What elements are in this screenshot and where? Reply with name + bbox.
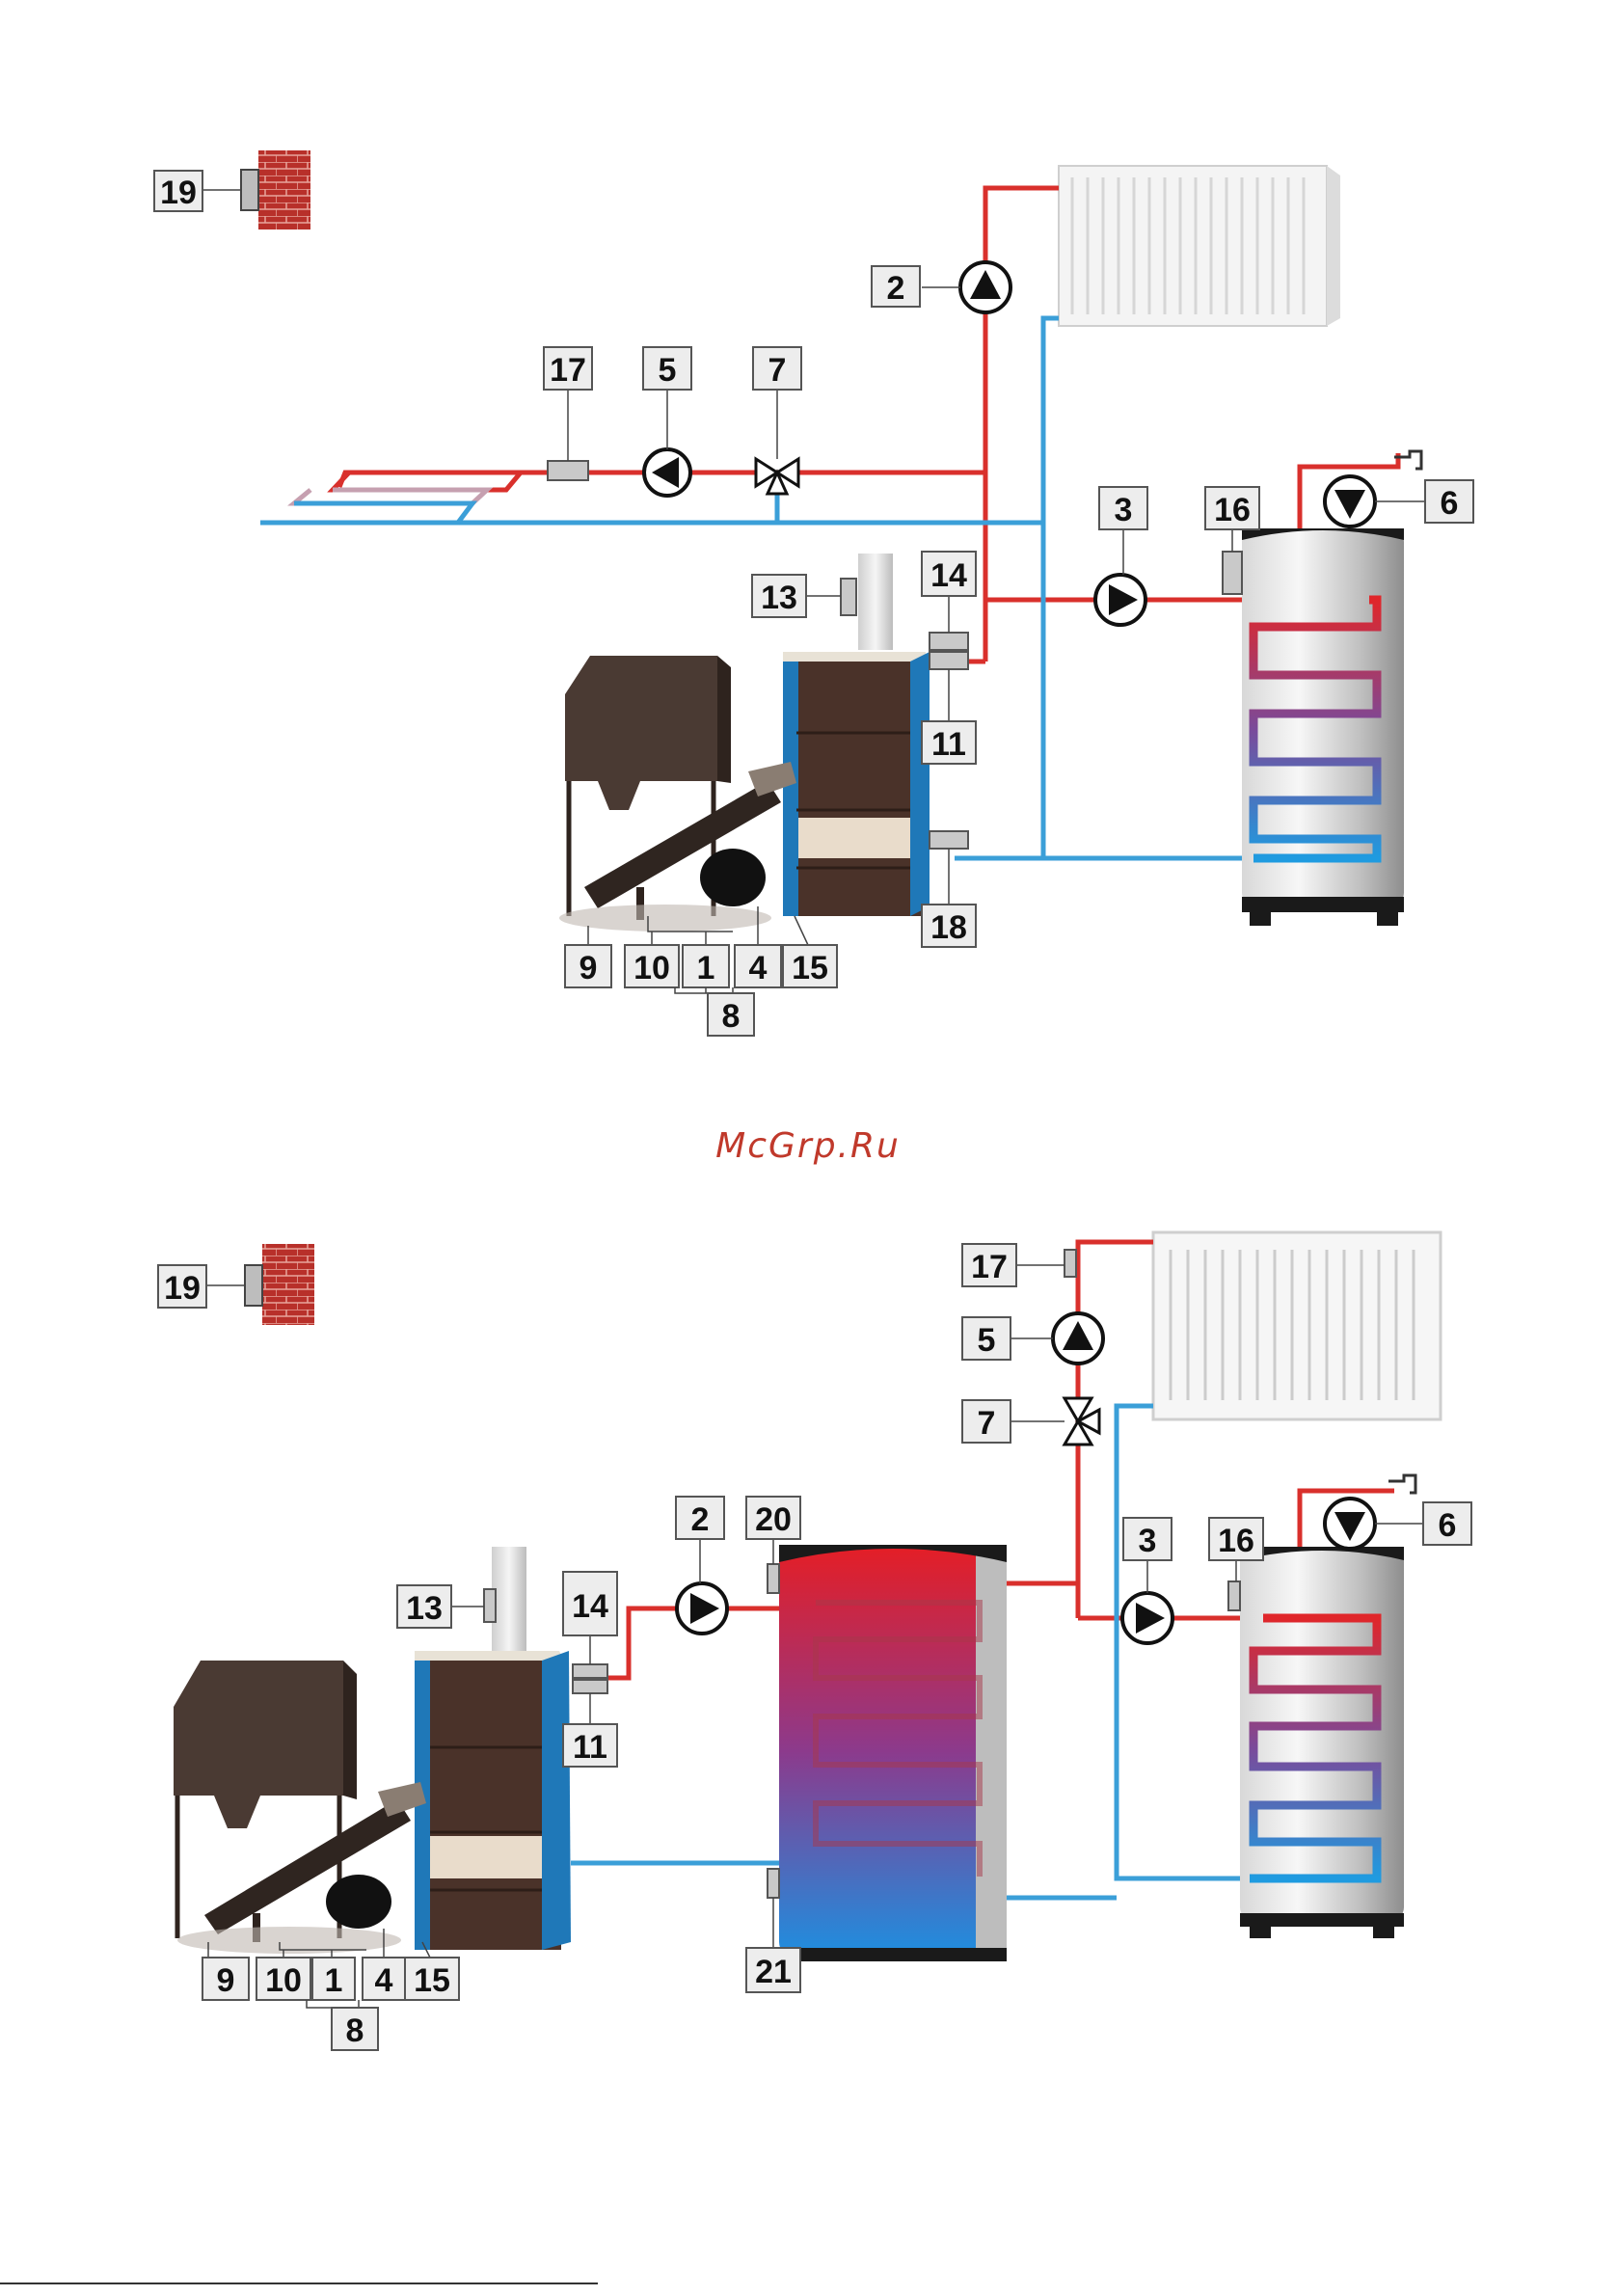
- label-8-bottom: 8: [346, 2012, 364, 2049]
- boiler-top: [783, 633, 968, 916]
- label-13-top: 13: [761, 580, 797, 616]
- bottom-diagram: 19: [158, 1232, 1471, 2050]
- mixing-valve-7-bottom: [1065, 1398, 1099, 1445]
- label-13-bottom: 13: [406, 1590, 443, 1627]
- label-5-top: 5: [659, 352, 677, 389]
- outdoor-sensor-group-top: 19: [154, 150, 310, 230]
- radiator-top: [1059, 166, 1340, 326]
- label-17-bottom: 17: [971, 1249, 1008, 1285]
- label-11-top: 11: [931, 726, 966, 763]
- watermark: McGrp.Ru: [715, 1126, 901, 1166]
- label-8-top: 8: [722, 998, 741, 1035]
- label-4-top: 4: [749, 950, 768, 986]
- label-15-top: 15: [792, 950, 828, 986]
- brick-wall-icon: [262, 1244, 314, 1325]
- pump-2-top: [960, 262, 1011, 312]
- sensor-14-bottom: [573, 1664, 607, 1678]
- temperature-sensor-16-bottom: [1228, 1581, 1240, 1610]
- outdoor-sensor-group-bottom: 19: [158, 1244, 314, 1325]
- flue-sensor-13-bottom: [484, 1589, 496, 1622]
- label-7-top: 7: [768, 352, 787, 389]
- radiator-bottom: [1153, 1232, 1441, 1419]
- label-21-bottom: 21: [755, 1954, 792, 1990]
- label-6-bottom: 6: [1439, 1507, 1457, 1544]
- label-17-top: 17: [550, 352, 586, 389]
- label-19-top: 19: [160, 175, 197, 211]
- mixing-valve-7-top: [756, 459, 798, 494]
- label-18-top: 18: [930, 909, 967, 946]
- sensor-11-top: [930, 652, 968, 669]
- pump-3-bottom: [1122, 1593, 1172, 1643]
- pump-3-top: [1095, 575, 1145, 625]
- label-2-bottom: 2: [691, 1501, 710, 1538]
- label-6-top: 6: [1441, 485, 1459, 522]
- chimney-bottom: [492, 1547, 526, 1651]
- label-3-top: 3: [1115, 492, 1133, 528]
- label-10-bottom: 10: [265, 1962, 302, 1999]
- label-16-bottom: 16: [1218, 1523, 1254, 1559]
- dhw-tank-top: [1223, 528, 1404, 926]
- label-14-top: 14: [930, 557, 967, 594]
- temperature-sensor-17-bottom: [1065, 1250, 1076, 1277]
- label-3-bottom: 3: [1139, 1523, 1157, 1559]
- label-9-top: 9: [579, 950, 598, 986]
- pellet-feeder-top: [559, 656, 796, 932]
- label-11-bottom: 11: [573, 1729, 607, 1766]
- label-16-top: 16: [1214, 492, 1251, 528]
- label-4-bottom: 4: [375, 1962, 393, 1999]
- dhw-tank-bottom: [1228, 1547, 1404, 1938]
- outdoor-sensor-icon: [241, 170, 258, 210]
- label-10-top: 10: [633, 950, 670, 986]
- outdoor-sensor-icon: [245, 1265, 262, 1306]
- label-15-bottom: 15: [414, 1962, 450, 1999]
- pump-5-top: [644, 449, 690, 496]
- flue-sensor-13-top: [841, 579, 856, 615]
- temperature-sensor-17-top: [548, 461, 588, 480]
- boiler-bottom: [415, 1651, 607, 1950]
- brick-wall-icon: [258, 150, 310, 230]
- label-1-bottom: 1: [325, 1962, 343, 1999]
- label-19-bottom: 19: [164, 1270, 201, 1307]
- pump-6-bottom: [1300, 1475, 1415, 1549]
- chimney-top: [858, 554, 893, 650]
- label-2-top: 2: [887, 270, 905, 307]
- pump-6-top: [1300, 451, 1421, 527]
- sensor-18-top: [930, 831, 968, 849]
- pump-5-bottom: [1053, 1313, 1103, 1364]
- label-9-bottom: 9: [217, 1962, 235, 1999]
- label-1-top: 1: [697, 950, 715, 986]
- pump-2-bottom: [677, 1583, 727, 1634]
- buffer-tank-bottom: [768, 1545, 1007, 1961]
- temperature-sensor-16-top: [1223, 552, 1242, 594]
- sensor-11-bottom: [573, 1680, 607, 1693]
- sensor-14-top: [930, 633, 968, 650]
- label-5-bottom: 5: [978, 1322, 996, 1359]
- temperature-sensor-21-bottom: [768, 1869, 779, 1898]
- label-7-bottom: 7: [978, 1405, 996, 1442]
- temperature-sensor-20-bottom: [768, 1564, 779, 1593]
- label-20-bottom: 20: [755, 1501, 792, 1538]
- pellet-feeder-bottom: [174, 1661, 426, 1954]
- top-diagram: 19: [154, 150, 1473, 1036]
- label-14-bottom: 14: [572, 1588, 608, 1625]
